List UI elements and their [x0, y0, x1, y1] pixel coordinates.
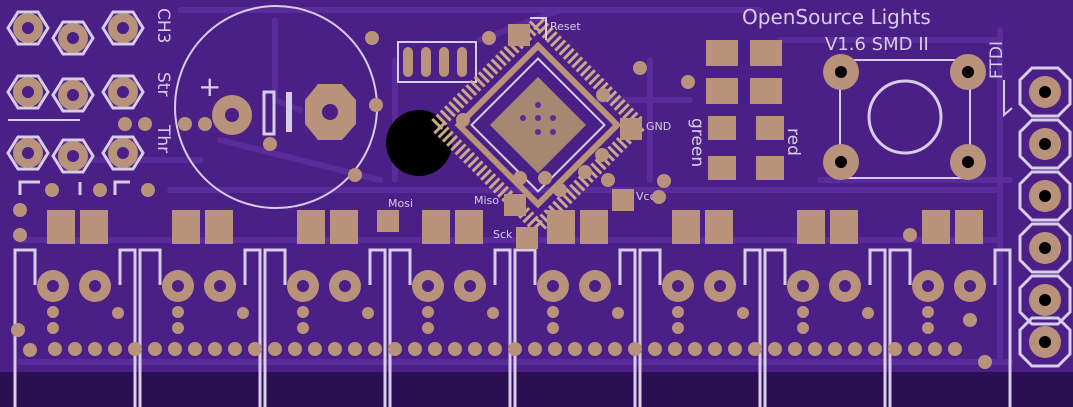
- scattered-vias: [13, 31, 977, 334]
- label-ftdi: FTDI: [987, 41, 1007, 79]
- board-edge-outline: [13, 248, 1012, 407]
- board-title: OpenSource Lights: [742, 5, 931, 29]
- label-miso: Miso: [474, 194, 499, 207]
- board-version: V1.6 SMD II: [825, 34, 929, 55]
- label-sck: Sck: [493, 228, 513, 241]
- label-vcc: Vcc: [636, 190, 656, 203]
- miso-pad: [504, 194, 526, 216]
- label-plus-cap: +: [198, 70, 221, 103]
- label-red: red: [783, 128, 803, 156]
- left-header-3x3: [6, 10, 145, 195]
- reset-pad: [508, 24, 530, 46]
- sck-pad: [516, 227, 538, 249]
- via-row: [11, 323, 992, 369]
- vcc-pad: [612, 189, 634, 211]
- programming-header: [397, 41, 477, 83]
- electrolytic-capacitor-icon: [174, 5, 378, 209]
- gnd-pad: [620, 118, 642, 140]
- label-thr: Thr: [153, 124, 173, 153]
- label-str: Str: [153, 72, 173, 96]
- label-green: green: [687, 118, 707, 167]
- label-reset: Reset: [550, 20, 581, 33]
- label-gnd: GND: [646, 120, 671, 133]
- mounting-hole-icon: [386, 110, 452, 176]
- label-ch3: CH3: [153, 8, 173, 43]
- ftdi-header: [1018, 66, 1072, 368]
- push-button-icon: [823, 54, 986, 180]
- mosi-pad: [377, 210, 399, 232]
- label-mosi: Mosi: [388, 197, 413, 210]
- board-edge-tabs: [0, 372, 1073, 407]
- channel-outputs: [37, 210, 986, 302]
- status-led-pads: [706, 40, 784, 180]
